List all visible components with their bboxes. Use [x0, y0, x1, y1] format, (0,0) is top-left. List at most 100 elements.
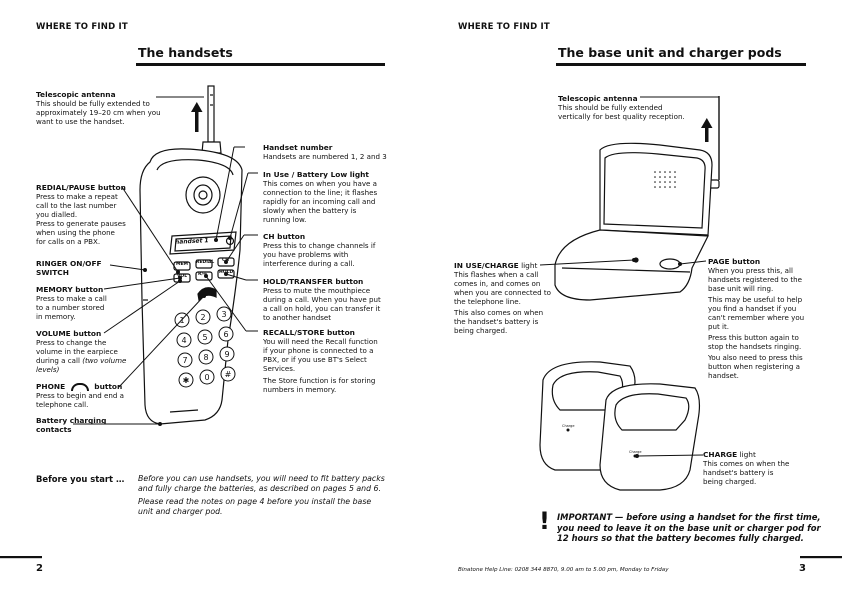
hold-title: HOLD/TRANSFER button — [263, 277, 364, 286]
antenna-text-1: This should be fully extended to — [36, 99, 150, 108]
important-text-1: IMPORTANT — before using a handset for t… — [557, 512, 821, 522]
page-button-text-10: You also need to press this — [708, 353, 803, 362]
speaker-grille — [654, 171, 676, 188]
important-icon: ! — [539, 507, 550, 535]
base-callout-lines — [539, 96, 719, 457]
phone-handset-icon — [70, 383, 89, 391]
right-page-title: The base unit and charger pods — [558, 45, 782, 60]
base-antenna-callout: Telescopic antenna This should be fully … — [558, 94, 685, 121]
base-in-use-text-2: comes in, and comes on — [454, 279, 541, 288]
phone-title-a: PHONE — [36, 382, 66, 391]
volume-callout: VOLUME button Press to change the volume… — [36, 329, 126, 374]
phone-text-2: telephone call. — [36, 400, 89, 409]
before-start-text-3: Please read the notes on page 4 before y… — [138, 497, 372, 506]
base-in-use-title: IN USE/CHARGE light — [454, 261, 551, 270]
volume-text-3a: during a call — [36, 356, 83, 365]
base-antenna-text-2: vertically for best quality reception. — [558, 112, 685, 121]
keypad-key-3: 4 — [181, 336, 186, 345]
recall-text-1: You will need the Recall function — [263, 337, 378, 346]
phone-title: PHONE button — [36, 382, 124, 391]
recall-callout: RECALL/STORE button You will need the Re… — [263, 328, 378, 394]
redial-title: REDIAL/PAUSE button — [36, 183, 126, 192]
handset-number-callout: Handset number Handsets are numbered 1, … — [263, 143, 387, 161]
left-bottom-rule — [0, 556, 42, 559]
base-in-use-callout: IN USE/CHARGE light This flashes when a … — [454, 261, 551, 335]
volume-title: VOLUME button — [36, 329, 102, 338]
right-title-rule — [556, 63, 806, 66]
keypad-key-0: 1 — [179, 316, 184, 325]
keypad-key-2: 3 — [221, 310, 226, 319]
before-start-heading: Before you start … — [36, 474, 125, 484]
in-use-text-5: running low. — [263, 215, 307, 224]
base-unit-illustration — [554, 96, 720, 301]
recall-title: RECALL/STORE button — [263, 328, 355, 337]
in-use-title: In Use / Battery Low light — [263, 170, 369, 179]
handset-callout-dots — [143, 236, 232, 426]
antenna-text-2: approximately 19–20 cm when you — [36, 108, 161, 117]
page-button-callout: PAGE button When you press this, all han… — [708, 257, 804, 380]
antenna-text-3: want to use the handset. — [36, 117, 125, 126]
phone-callout: PHONE button Press to begin and end a te… — [36, 382, 124, 409]
keypad-key-1: 2 — [200, 313, 205, 322]
pod-back-label: Charge — [562, 424, 575, 428]
before-start-text-2: and fully charge the batteries, as descr… — [138, 484, 381, 493]
page-button-text-12: handset. — [708, 371, 739, 380]
handset-number-text: Handsets are numbered 1, 2 and 3 — [263, 152, 387, 161]
charge-light-text-3: being charged. — [703, 477, 757, 486]
right-up-arrow — [701, 118, 713, 142]
mem-key-label: MEM — [176, 262, 189, 267]
before-start-text-1: Before you can use handsets, you will ne… — [138, 474, 385, 483]
redial-text-4: Press to generate pauses — [36, 219, 126, 228]
left-title-rule — [136, 63, 385, 66]
in-use-text-1: This comes on when you have a — [263, 179, 378, 188]
in-use-text-2: connection to the line; it flashes — [263, 188, 378, 197]
page-button-text-7: put it. — [708, 322, 730, 331]
left-page-header: WHERE TO FIND IT — [36, 22, 128, 32]
page-button-text-6: can't remember where you — [708, 313, 805, 322]
recall-text-3: PBX, or if you use BT's Select — [263, 355, 367, 364]
keypad-key-4: 5 — [202, 333, 207, 342]
keypad-key-9: ✱ — [183, 376, 190, 385]
base-in-use-title-a: IN USE/CHARGE — [454, 261, 519, 270]
hold-callout: HOLD/TRANSFER button Press to mute the m… — [263, 277, 381, 322]
antenna-callout: Telescopic antenna This should be fully … — [36, 90, 161, 126]
base-in-use-text-1: This flashes when a call — [454, 270, 539, 279]
right-bottom-rule — [800, 556, 842, 559]
hold-text-4: to another handset — [263, 313, 332, 322]
ch-text-3: interference during a call. — [263, 259, 355, 268]
handset-number-title: Handset number — [263, 143, 333, 152]
left-page-number: 2 — [36, 563, 43, 574]
battery-callout: Battery charging contacts — [36, 416, 106, 434]
important-text-3: 12 hours so that the battery becomes ful… — [557, 533, 804, 543]
charge-light-title: CHARGE light — [703, 450, 789, 459]
hold-key-label: HOLD — [219, 270, 234, 275]
page-button-text-2: handsets registered to the — [708, 275, 802, 284]
base-in-use-text-7: being charged. — [454, 326, 508, 335]
charge-light-title-b: light — [737, 450, 756, 459]
right-page-header: WHERE TO FIND IT — [458, 22, 550, 32]
base-in-use-text-5: This also comes on when — [454, 308, 544, 317]
ch-text-2: you have problems with — [263, 250, 349, 259]
volume-text-4: levels) — [36, 365, 60, 374]
base-in-use-text-4: the telephone line. — [454, 297, 521, 306]
ringer-title-1: RINGER ON/OFF — [36, 259, 102, 268]
in-use-text-4: slowly when the battery is — [263, 206, 357, 215]
page-button-text-11: button when registering a — [708, 362, 800, 371]
ch-callout: CH button Press this to change channels … — [263, 232, 375, 268]
page-button-text-9: stop the handsets ringing. — [708, 342, 802, 351]
keypad-key-7: 8 — [203, 353, 208, 362]
redial-text-3: you dialled. — [36, 210, 78, 219]
volume-text-3b: (two volume — [82, 356, 127, 365]
right-page-number: 3 — [799, 563, 806, 574]
hold-text-1: Press to mute the mouthpiece — [263, 286, 371, 295]
base-in-use-text-6: the handset's battery is — [454, 317, 539, 326]
battery-title-2: contacts — [36, 425, 72, 434]
redial-callout: REDIAL/PAUSE button Press to make a repe… — [36, 183, 126, 246]
ringer-title-2: SWITCH — [36, 268, 69, 277]
redial-text-1: Press to make a repeat — [36, 192, 118, 201]
volume-text-1: Press to change the — [36, 338, 107, 347]
base-antenna-title: Telescopic antenna — [558, 94, 638, 103]
volume-text-2: volume in the earpiece — [36, 347, 118, 356]
left-up-arrow — [191, 102, 203, 132]
